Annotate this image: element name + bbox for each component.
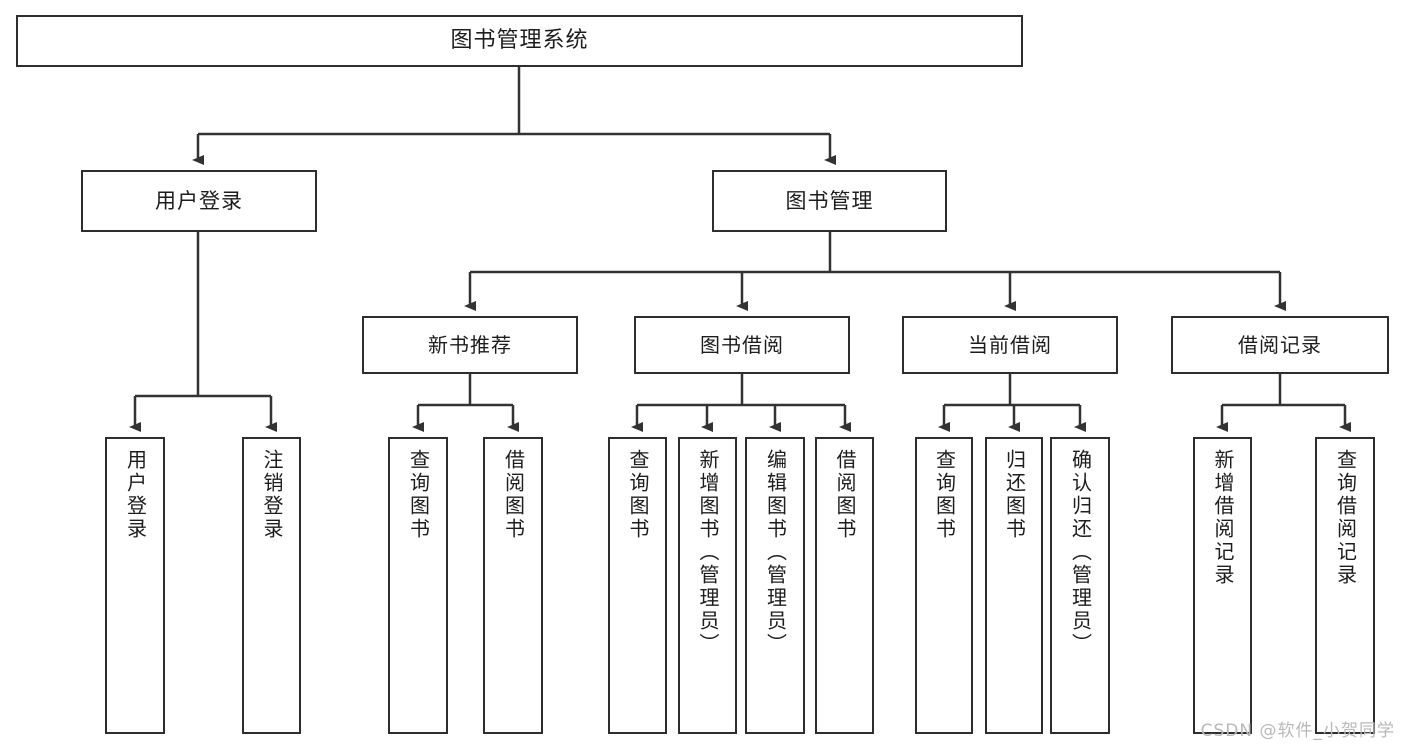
leaf-user-login[interactable]: 用户登录 (105, 437, 165, 734)
leaf-borrow-query-book[interactable]: 查询图书 (608, 437, 667, 734)
leaf-current-return-book[interactable]: 归还图书 (985, 437, 1043, 734)
leaf-current-query-book-label: 查询图书 (932, 449, 957, 541)
node-new-book-recommend[interactable]: 新书推荐 (362, 316, 578, 374)
node-book-borrow[interactable]: 图书借阅 (634, 316, 850, 374)
node-root-label: 图书管理系统 (450, 28, 589, 54)
node-borrow-records[interactable]: 借阅记录 (1171, 316, 1389, 374)
leaf-newbooks-query-book[interactable]: 查询图书 (388, 437, 448, 734)
leaf-logout-label: 注销登录 (260, 449, 284, 541)
leaf-borrow-add-book-admin[interactable]: 新增图书（管理员） (678, 437, 737, 734)
node-book-management[interactable]: 图书管理 (712, 170, 947, 232)
node-current-borrow[interactable]: 当前借阅 (902, 316, 1118, 374)
leaf-current-confirm-return-admin-label: 确认归还（管理员） (1068, 449, 1093, 656)
leaf-records-query-record-label: 查询借阅记录 (1333, 449, 1358, 587)
leaf-records-add-record[interactable]: 新增借阅记录 (1193, 437, 1252, 734)
node-user-login-label: 用户登录 (155, 188, 243, 213)
node-book-management-label: 图书管理 (785, 188, 874, 213)
leaf-newbooks-query-book-label: 查询图书 (406, 449, 431, 541)
node-book-borrow-label: 图书借阅 (700, 332, 784, 357)
leaf-borrow-edit-book-admin-label: 编辑图书（管理员） (763, 449, 788, 656)
leaf-borrow-borrow-book-label: 借阅图书 (833, 449, 857, 541)
node-borrow-records-label: 借阅记录 (1238, 332, 1322, 357)
leaf-current-return-book-label: 归还图书 (1002, 449, 1027, 541)
leaf-records-add-record-label: 新增借阅记录 (1211, 449, 1235, 587)
leaf-records-query-record[interactable]: 查询借阅记录 (1315, 437, 1375, 734)
leaf-current-confirm-return-admin[interactable]: 确认归还（管理员） (1050, 437, 1110, 734)
leaf-borrow-add-book-admin-label: 新增图书（管理员） (696, 449, 720, 656)
node-new-book-recommend-label: 新书推荐 (428, 332, 512, 357)
leaf-current-query-book[interactable]: 查询图书 (915, 437, 973, 734)
node-user-login[interactable]: 用户登录 (81, 170, 317, 232)
node-current-borrow-label: 当前借阅 (968, 332, 1052, 357)
leaf-newbooks-borrow-book-label: 借阅图书 (501, 449, 526, 541)
csdn-watermark: CSDN @软件_小贺同学 (1200, 721, 1395, 741)
leaf-logout[interactable]: 注销登录 (242, 437, 301, 734)
leaf-borrow-edit-book-admin[interactable]: 编辑图书（管理员） (745, 437, 805, 734)
leaf-borrow-borrow-book[interactable]: 借阅图书 (815, 437, 874, 734)
leaf-newbooks-borrow-book[interactable]: 借阅图书 (483, 437, 543, 734)
leaf-user-login-label: 用户登录 (123, 449, 148, 541)
leaf-borrow-query-book-label: 查询图书 (626, 449, 650, 541)
node-root[interactable]: 图书管理系统 (16, 15, 1023, 67)
